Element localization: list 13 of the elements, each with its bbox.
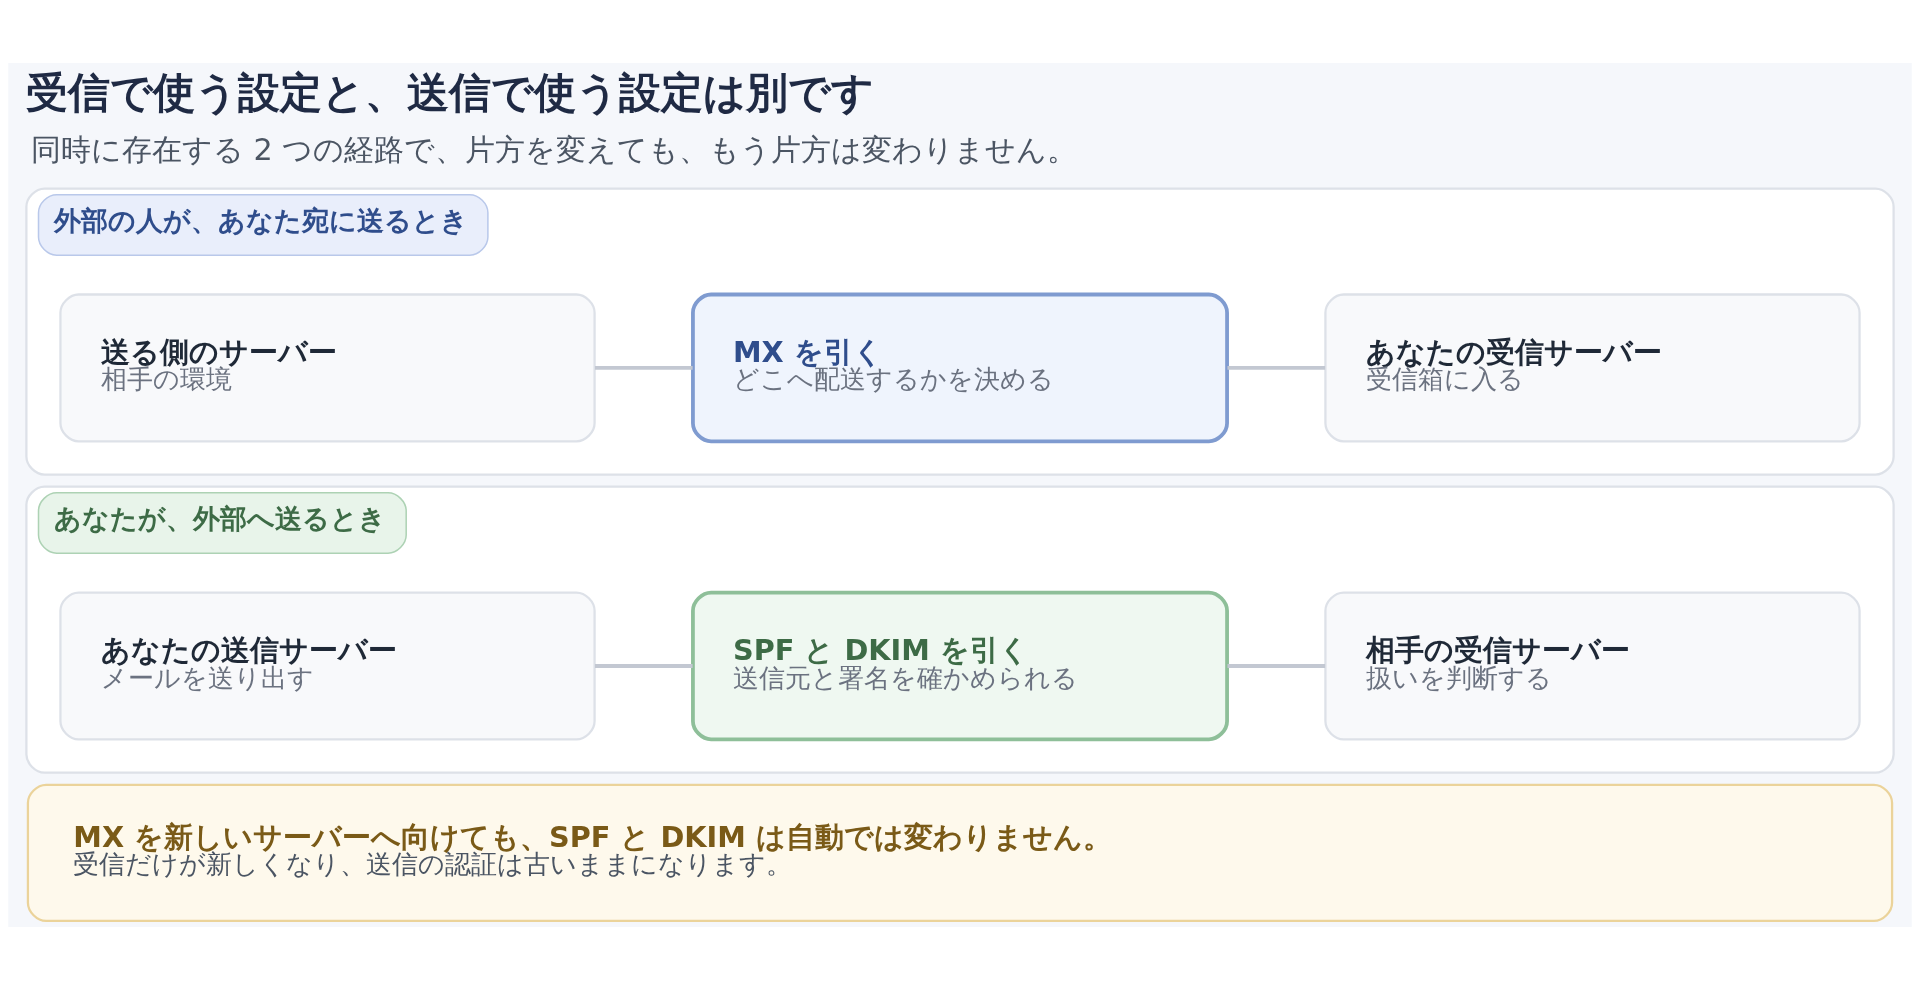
node-box: MX を引く どこへ配送するかを決める [691,292,1229,444]
node-box: あなたの受信サーバー 受信箱に入る [1324,293,1861,443]
label: 同時に存在する 2 つの経路で、片方を変えても、もう片方は変わりません。 [30,131,1078,167]
connector [594,664,693,668]
node-box: 送る側のサーバー 相手の環境 [59,293,596,443]
diagram-title: 受信で使う設定と、送信で使う設定は別です [26,68,875,118]
connector [594,366,693,370]
connector [1227,664,1326,668]
node-box: MX を新しいサーバーへ向けても、SPF と DKIM は自動では変わりません。 受信だけが新しくなり、送信の認証は古いままになります。 [26,783,1894,923]
node-box: あなたの送信サーバー メールを送り出す [59,591,596,741]
node-box: 相手の受信サーバー 扱いを判断する [1324,591,1861,741]
node-box: SPF と DKIM を引く 送信元と署名を確かめられる [691,590,1229,742]
connector [1227,366,1326,370]
